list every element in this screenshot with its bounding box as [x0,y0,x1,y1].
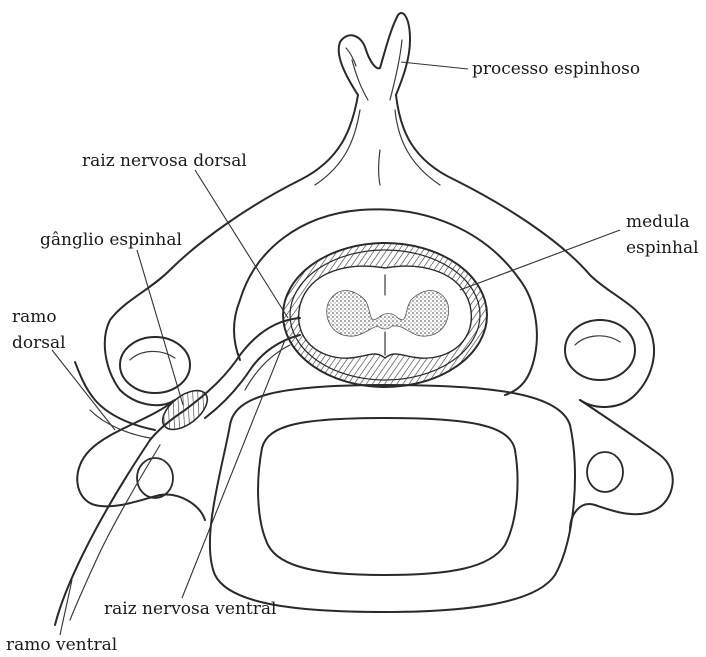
leader-ganglio-espinhal [137,250,183,405]
label-medula-espinhal-line1: medula [626,212,690,232]
label-medula-espinhal-line2: espinhal [626,238,699,258]
transverse-process-left [77,337,205,520]
label-raiz-nervosa-ventral: raiz nervosa ventral [104,599,276,619]
label-ramo-dorsal-line1: ramo [12,307,57,327]
leader-ramo-ventral [60,580,72,635]
label-ramo-ventral: ramo ventral [6,635,117,655]
leader-ramo-dorsal [52,350,115,430]
vertebral-body [210,385,575,612]
label-processo-espinhoso: processo espinhoso [472,59,640,79]
leader-raiz-nervosa-ventral [182,340,285,598]
spinous-process [339,13,410,100]
spinal-cord [283,243,487,387]
leader-processo-espinhoso [401,62,468,69]
label-ganglio-espinhal: gânglio espinhal [40,230,182,250]
label-raiz-nervosa-dorsal: raiz nervosa dorsal [82,151,247,171]
label-ramo-dorsal-line2: dorsal [12,333,66,353]
spinal-nerve [55,318,300,625]
transverse-process-right [565,320,673,530]
vertebra-illustration [55,13,673,625]
